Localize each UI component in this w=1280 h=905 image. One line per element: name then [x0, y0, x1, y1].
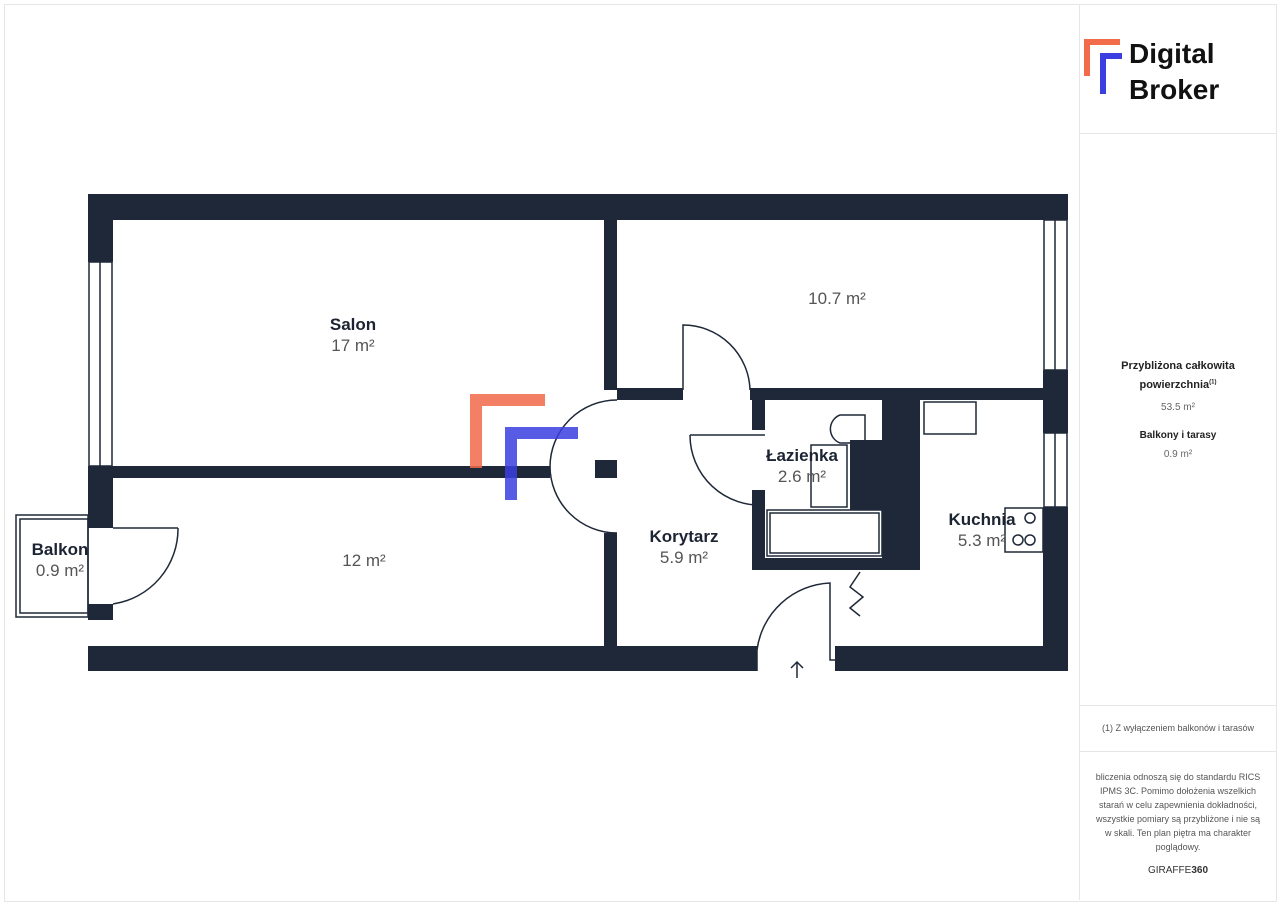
- room-bedroom: 10.7 m²: [808, 289, 866, 308]
- credit: GIRAFFE360: [1147, 865, 1209, 876]
- total-area-value: 53.5 m²: [1161, 402, 1195, 413]
- walls: [88, 194, 1068, 671]
- summary-section: Przybliżona całkowita powierzchnia(1) 53…: [1080, 133, 1276, 706]
- info-panel: Przybliżona całkowita powierzchnia(1) 53…: [1079, 4, 1276, 900]
- logo-text-digital: Digital: [1129, 38, 1215, 69]
- floor-plan: [15, 194, 1068, 678]
- footnote: (1) Z wyłączeniem balkonów i tarasów: [1101, 723, 1255, 733]
- logo-section: [1080, 4, 1276, 134]
- total-area-footnote-mark: (1): [1209, 379, 1217, 386]
- digital-broker-logo: Digital Broker: [1082, 34, 1272, 108]
- disclaimer: bliczenia odnoszą się do standardu RICS …: [1095, 772, 1261, 852]
- page-frame: [4, 4, 1277, 902]
- balcony-label: Balkony i tarasy: [1139, 430, 1217, 441]
- room-bedroom-2: 12 m²: [342, 551, 386, 570]
- balcony-value: 0.9 m²: [1163, 449, 1193, 460]
- logo-text-broker: Broker: [1129, 74, 1220, 105]
- total-area-label: Przybliżona całkowita powierzchnia: [1121, 360, 1235, 391]
- footnote-section: (1) Z wyłączeniem balkonów i tarasów: [1080, 705, 1276, 752]
- watermark-logo: [470, 394, 578, 500]
